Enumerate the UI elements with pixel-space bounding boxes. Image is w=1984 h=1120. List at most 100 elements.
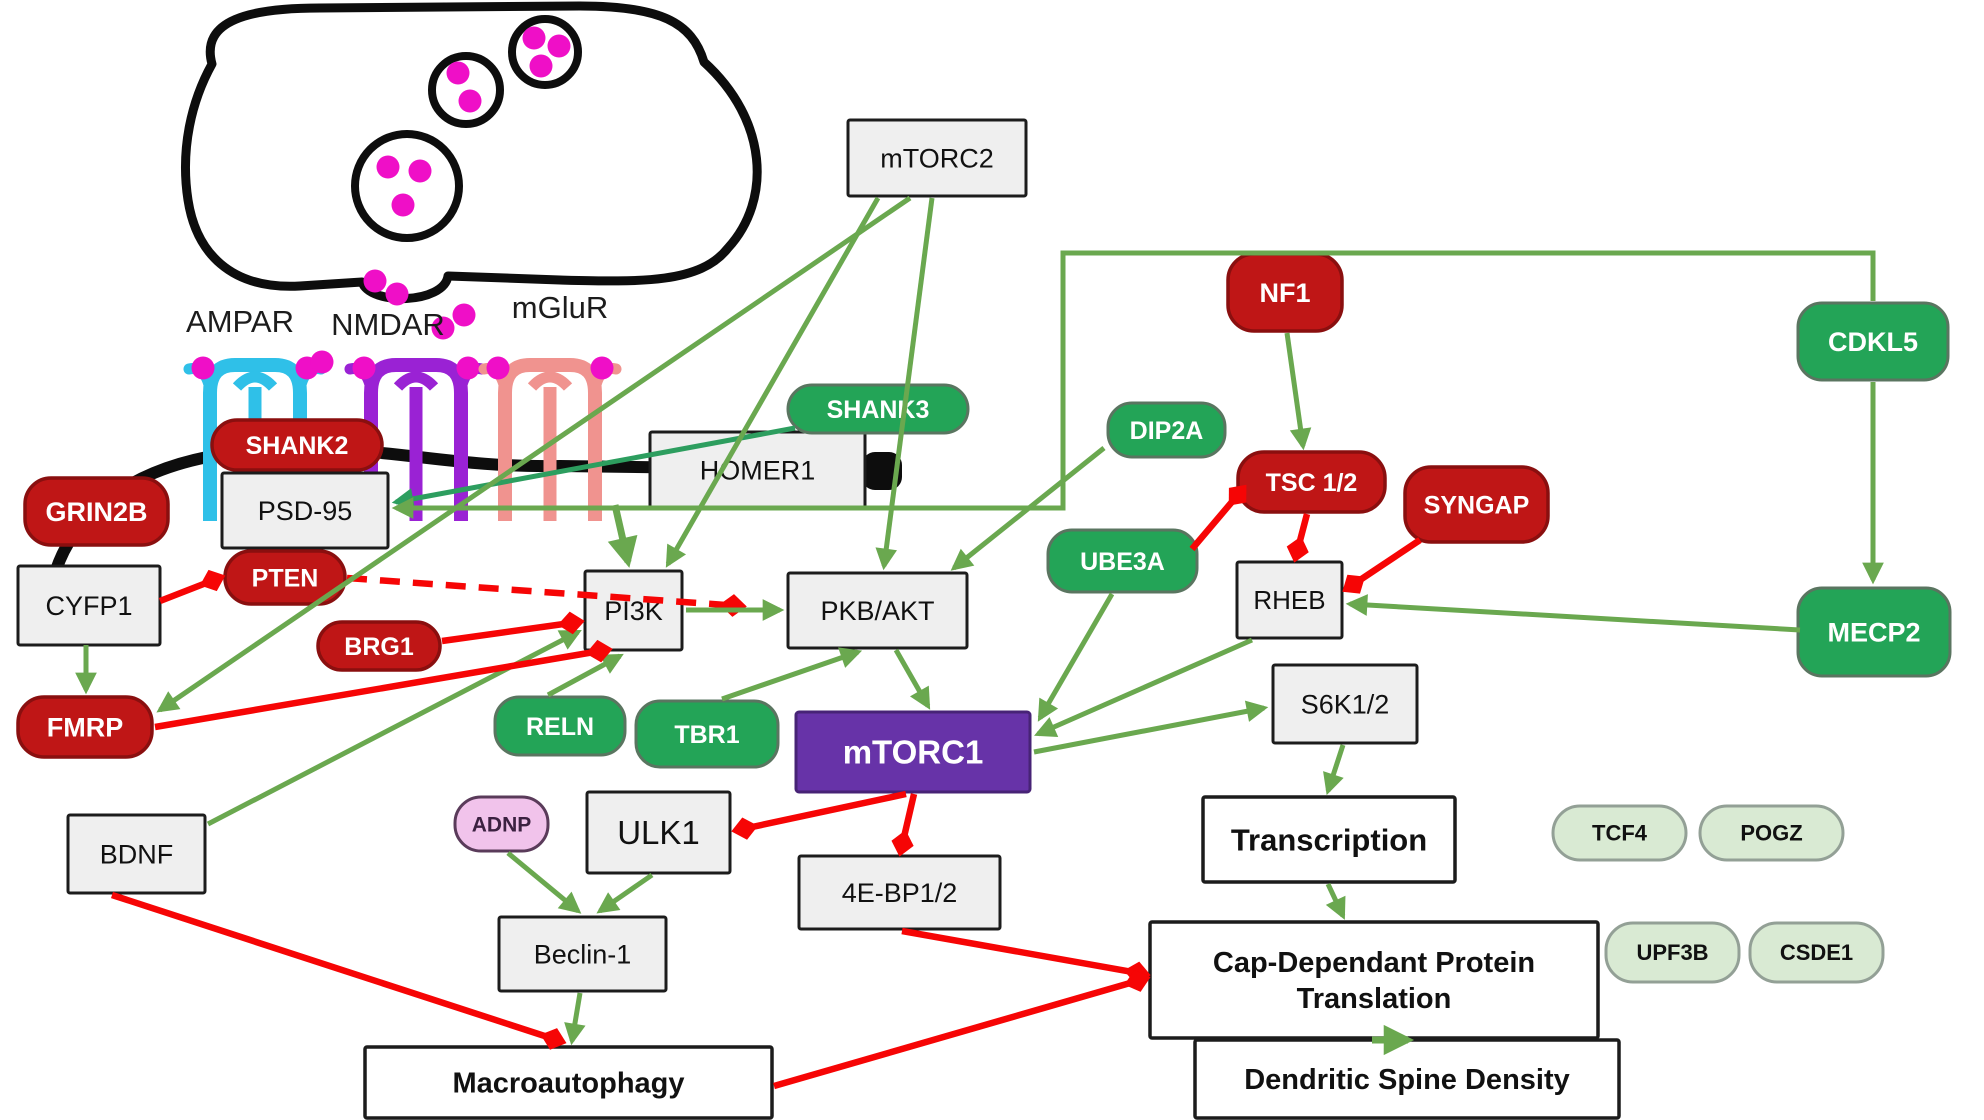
node-reln: RELN: [493, 695, 627, 757]
node-mtorc1: mTORC1: [794, 710, 1032, 794]
node-ube3a: UBE3A: [1046, 528, 1199, 594]
presynaptic-terminal: [181, 1, 762, 340]
node-shank2: SHANK2: [210, 418, 384, 472]
node-label-dip2a: DIP2A: [1130, 417, 1204, 445]
node-label-s6k12: S6K1/2: [1301, 689, 1390, 719]
edge-beclin1-to-macroautophagy: [564, 992, 586, 1046]
node-label-grin2b: GRIN2B: [45, 497, 147, 527]
node-label-bdnf: BDNF: [100, 839, 174, 869]
node-rheb: RHEB: [1235, 560, 1344, 640]
node-label-4e-bp12: 4E-BP1/2: [842, 878, 958, 908]
node-label-rheb: RHEB: [1253, 585, 1325, 615]
node-bdnf: BDNF: [66, 813, 207, 895]
edge-ube3a-to-mtorc1: [1037, 592, 1115, 722]
node-tcf4: TCF4: [1551, 804, 1688, 862]
edge-transcription-to-cap-translation: [1325, 882, 1346, 920]
neurotransmitter-dot: [363, 269, 387, 293]
node-label-adnp: ADNP: [472, 813, 532, 836]
edge-dip2a-to-pkbakt: [950, 446, 1106, 571]
pathway-edges: [75, 195, 1884, 1090]
edge-syngap-to-rheb: [1342, 537, 1422, 594]
node-grin2b: GRIN2B: [23, 476, 170, 547]
node-label-psd-95: PSD-95: [258, 496, 353, 526]
node-pogz: POGZ: [1698, 804, 1845, 862]
node-label-mecp2: MECP2: [1827, 617, 1920, 647]
node-label-nf1: NF1: [1259, 278, 1310, 308]
node-pkb-akt: PKB/AKT: [786, 571, 969, 650]
node-psd-95: PSD-95: [220, 471, 390, 550]
node-pten: PTEN: [223, 549, 347, 606]
node-macroautophagy: Macroautophagy: [363, 1045, 774, 1120]
receptor-icons: [183, 350, 622, 521]
node-mecp2: MECP2: [1796, 586, 1952, 678]
edge-rheb-to-mtorc1: [1034, 637, 1254, 737]
mglur-label: mGluR: [512, 290, 608, 325]
neurotransmitter-dot: [385, 282, 409, 306]
node-label-shank3: SHANK3: [827, 396, 930, 424]
neurotransmitter-dot: [547, 34, 571, 58]
node-s6k12: S6K1/2: [1271, 663, 1419, 745]
node-csde1: CSDE1: [1748, 921, 1885, 984]
neurotransmitter-dot: [529, 54, 553, 78]
edge-brg1-to-pi3k: [441, 611, 585, 645]
node-adnp: ADNP: [453, 795, 550, 853]
node-label-reln: RELN: [526, 713, 594, 741]
node-label-cyfp1: CYFP1: [45, 591, 132, 621]
node-tbr1: TBR1: [634, 699, 780, 769]
mglur-receptor-icon: [478, 356, 622, 521]
node-ulk1: ULK1: [585, 790, 732, 875]
node-beclin-1: Beclin-1: [497, 915, 668, 993]
node-label-beclin-1: Beclin-1: [534, 939, 632, 969]
edge-mtorc2-to-pkbakt: [875, 197, 935, 571]
nmdar-label: NMDAR: [331, 307, 445, 342]
edge-ube3a-to-tsc12: [1189, 484, 1247, 552]
node-pi3k: PI3K: [583, 569, 684, 652]
edge-s6k12-to-transcription: [1323, 744, 1346, 796]
edge-mtorc1-to-s6k12: [1033, 700, 1269, 755]
node-label-mtorc1: mTORC1: [843, 734, 984, 771]
node-label-tbr1: TBR1: [674, 721, 739, 749]
neurotransmitter-dot: [452, 303, 476, 327]
edge-fmrp-to-pi3k: [154, 639, 613, 731]
neurotransmitter-dot: [376, 155, 400, 179]
edge-cyfp1-to-pten: [158, 569, 226, 605]
neurotransmitter-dot: [522, 26, 546, 50]
node-transcription: Transcription: [1201, 795, 1457, 884]
node-label-shank2: SHANK2: [246, 432, 349, 460]
presynaptic-outline: [181, 1, 762, 303]
node-label-csde1: CSDE1: [1780, 940, 1853, 965]
edge-bdnf-to-macroautophagy: [110, 891, 567, 1050]
node-nf1: NF1: [1226, 252, 1344, 333]
node-label-tsc12: TSC 1/2: [1266, 469, 1358, 497]
vesicle-3: [351, 130, 463, 242]
node-cdkl5: CDKL5: [1796, 301, 1950, 382]
node-mtorc2: mTORC2: [846, 118, 1028, 198]
edge-ulk1-to-beclin1: [596, 872, 654, 914]
node-tsc12: TSC 1/2: [1236, 450, 1387, 514]
node-label-cap-translation: Cap-Dependant Protein: [1213, 947, 1535, 979]
neurotransmitter-dot: [408, 159, 432, 183]
node-label-brg1: BRG1: [344, 633, 414, 661]
ampar-label: AMPAR: [186, 304, 294, 339]
scaffold-nub: [862, 452, 902, 490]
neurotransmitter-dot: [446, 61, 470, 85]
node-label-ube3a: UBE3A: [1080, 548, 1165, 576]
node-label-tcf4: TCF4: [1592, 821, 1648, 846]
edge-mtorc2-to-pi3k: [665, 196, 881, 568]
node-dendritic-spine-density: Dendritic Spine Density: [1193, 1038, 1621, 1120]
edge-macroautophagy-to-cap-translation: [773, 969, 1151, 1090]
edge-reln-to-pi3k: [546, 653, 624, 698]
edge-mtorc1-to-ulk1: [731, 790, 907, 840]
node-fmrp: FMRP: [16, 695, 154, 759]
edge-shank3-to-psd95: [391, 425, 796, 510]
edge-tsc12-to-rheb: [1286, 513, 1311, 563]
node-label-mtorc2: mTORC2: [880, 143, 994, 173]
edge-mtorc1-to-4ebp12: [891, 793, 918, 857]
node-4e-bp12: 4E-BP1/2: [797, 854, 1002, 931]
node-label-macroautophagy: Macroautophagy: [452, 1068, 684, 1100]
node-syngap: SYNGAP: [1403, 465, 1550, 544]
edge-4ebp12-to-cap-translation: [901, 927, 1151, 985]
